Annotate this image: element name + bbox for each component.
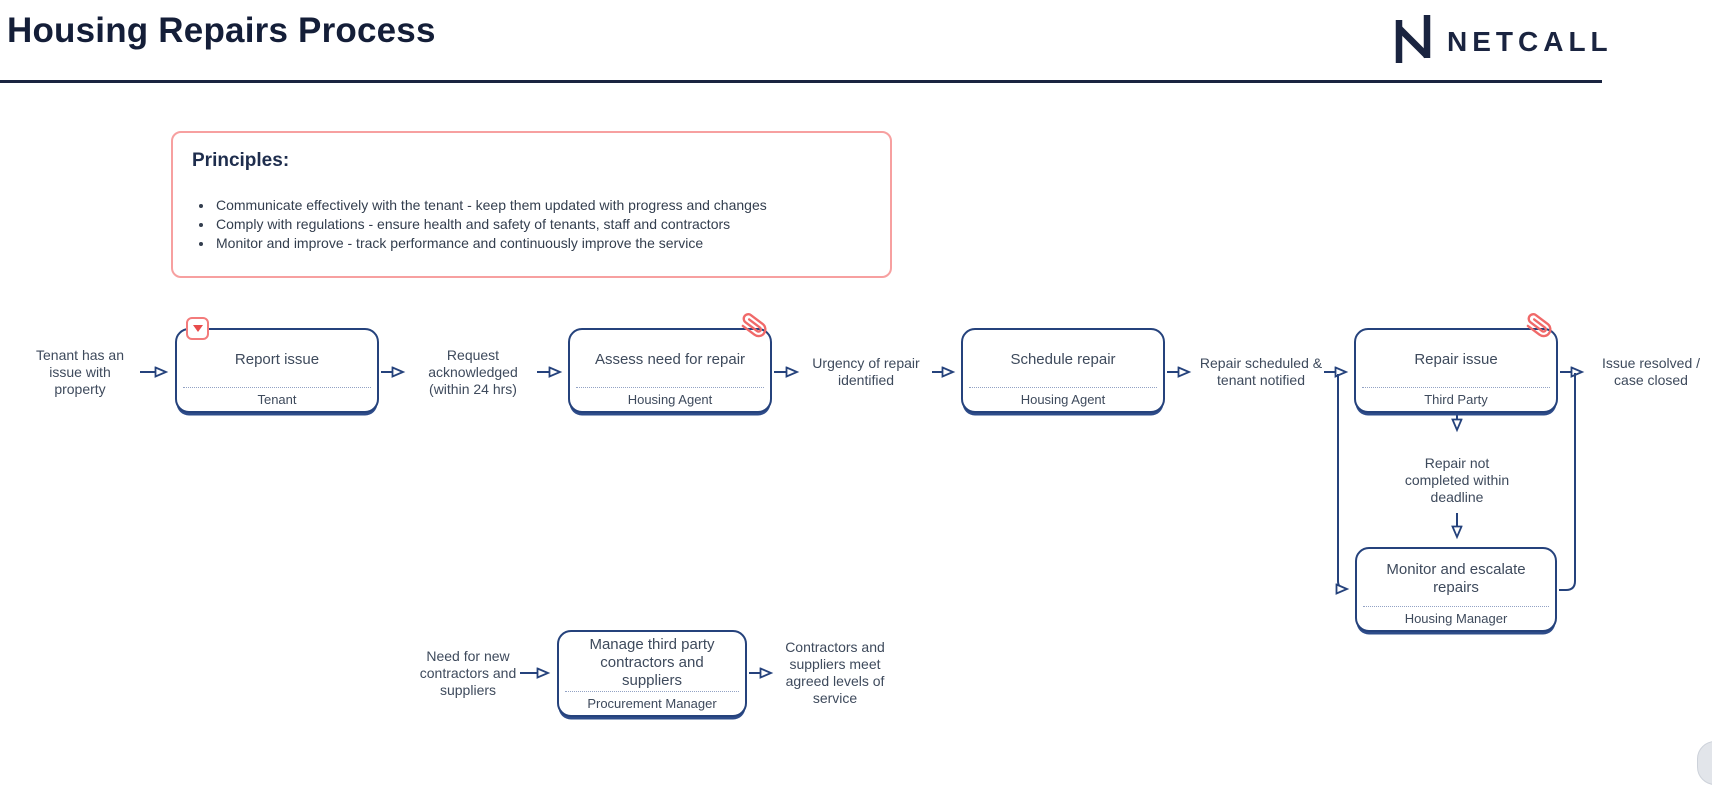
node-role: Housing Agent bbox=[1020, 392, 1106, 407]
header-divider bbox=[0, 80, 1602, 83]
page-title: Housing Repairs Process bbox=[7, 11, 436, 50]
node-role: Tenant bbox=[257, 392, 297, 407]
node-schedule-repair[interactable]: Schedule repair Housing Agent bbox=[961, 328, 1165, 413]
event-sla-met: Contractors and suppliers meet agreed le… bbox=[785, 639, 885, 706]
node-label: Report issue bbox=[234, 350, 320, 368]
principles-heading: Principles: bbox=[192, 150, 290, 171]
node-role: Housing Agent bbox=[627, 392, 713, 407]
event-resolved: Issue resolved / case closed bbox=[1601, 355, 1701, 388]
node-label: Repair issue bbox=[1414, 350, 1498, 368]
event-need-contractors: Need for new contractors and suppliers bbox=[419, 648, 517, 698]
event-acknowledged: Request acknowledged (within 24 hrs) bbox=[428, 347, 518, 397]
node-repair-issue[interactable]: Repair issue Third Party bbox=[1354, 328, 1558, 413]
principles-item: Comply with regulations - ensure health … bbox=[214, 215, 890, 234]
node-role: Third Party bbox=[1424, 392, 1488, 407]
node-label: Monitor and escalate repairs bbox=[1386, 560, 1526, 596]
principles-panel: Principles: Communicate effectively with… bbox=[171, 131, 892, 278]
node-monitor-escalate[interactable]: Monitor and escalate repairs Housing Man… bbox=[1355, 547, 1557, 632]
dropdown-triangle-icon[interactable] bbox=[186, 317, 209, 340]
node-manage-contractors[interactable]: Manage third party contractors and suppl… bbox=[557, 630, 747, 717]
brand-name: NETCALL bbox=[1447, 25, 1613, 57]
node-report-issue[interactable]: Report issue Tenant bbox=[175, 328, 379, 413]
event-start: Tenant has an issue with property bbox=[36, 347, 124, 397]
node-role-divider bbox=[576, 387, 764, 388]
principles-list: Communicate effectively with the tenant … bbox=[214, 196, 890, 253]
netcall-n-icon bbox=[1393, 15, 1433, 68]
node-role-divider bbox=[1362, 387, 1550, 388]
principles-item: Communicate effectively with the tenant … bbox=[214, 196, 890, 215]
event-not-completed: Repair not completed within deadline bbox=[1404, 455, 1510, 505]
node-role: Procurement Manager bbox=[587, 696, 717, 711]
node-label: Schedule repair bbox=[1010, 350, 1116, 368]
node-role-divider bbox=[969, 387, 1157, 388]
node-assess-need[interactable]: Assess need for repair Housing Agent bbox=[568, 328, 772, 413]
node-label: Assess need for repair bbox=[594, 350, 746, 368]
paperclip-icon[interactable] bbox=[740, 312, 767, 339]
node-role-divider bbox=[565, 691, 739, 692]
paperclip-icon[interactable] bbox=[1525, 312, 1552, 339]
brand-logo: NETCALL bbox=[1393, 15, 1613, 68]
event-scheduled: Repair scheduled & tenant notified bbox=[1199, 355, 1323, 388]
event-urgency: Urgency of repair identified bbox=[812, 355, 920, 388]
triangle-glyph bbox=[192, 325, 203, 332]
node-label: Manage third party contractors and suppl… bbox=[589, 635, 715, 689]
node-role: Housing Manager bbox=[1404, 611, 1508, 626]
principles-item: Monitor and improve - track performance … bbox=[214, 234, 890, 253]
node-role-divider bbox=[1363, 606, 1549, 607]
node-role-divider bbox=[183, 387, 371, 388]
